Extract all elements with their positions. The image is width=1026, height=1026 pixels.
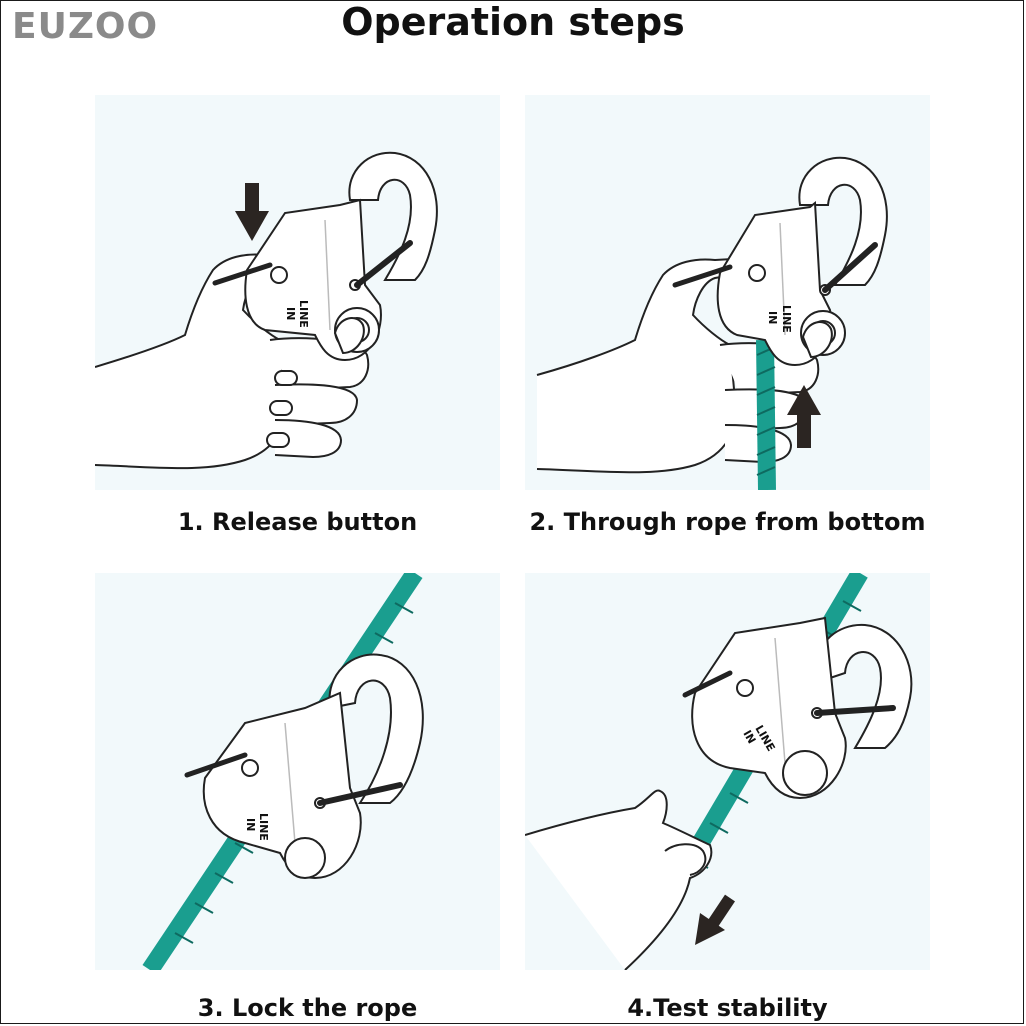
page-title: Operation steps (341, 0, 685, 44)
step-4-illustration: LINE IN (525, 573, 930, 970)
step-2-caption: 2. Through rope from bottom (529, 508, 926, 536)
device-label-line: LINE (780, 305, 793, 333)
diagonal-arrow-icon (695, 894, 735, 945)
step-4-caption: 4.Test stability (627, 994, 828, 1022)
device-label-in: IN (284, 307, 297, 320)
device-label-in: IN (244, 818, 257, 831)
step-1-caption: 1. Release button (177, 508, 418, 536)
step-3-caption: 3. Lock the rope (197, 994, 418, 1022)
device-label-in: IN (766, 311, 779, 324)
device-label-in: IN (740, 728, 758, 746)
device-label-line: LINE (257, 813, 270, 841)
brand-logo: EUZOO (12, 6, 159, 47)
step-1-illustration: LINE IN (95, 95, 500, 490)
up-arrow-icon (787, 385, 821, 448)
step-3-illustration: LINE IN (95, 573, 500, 970)
rope (756, 339, 776, 490)
device-label-line: LINE (297, 300, 310, 328)
down-arrow-icon (235, 183, 269, 241)
step-2-illustration: LINE IN (525, 95, 930, 490)
